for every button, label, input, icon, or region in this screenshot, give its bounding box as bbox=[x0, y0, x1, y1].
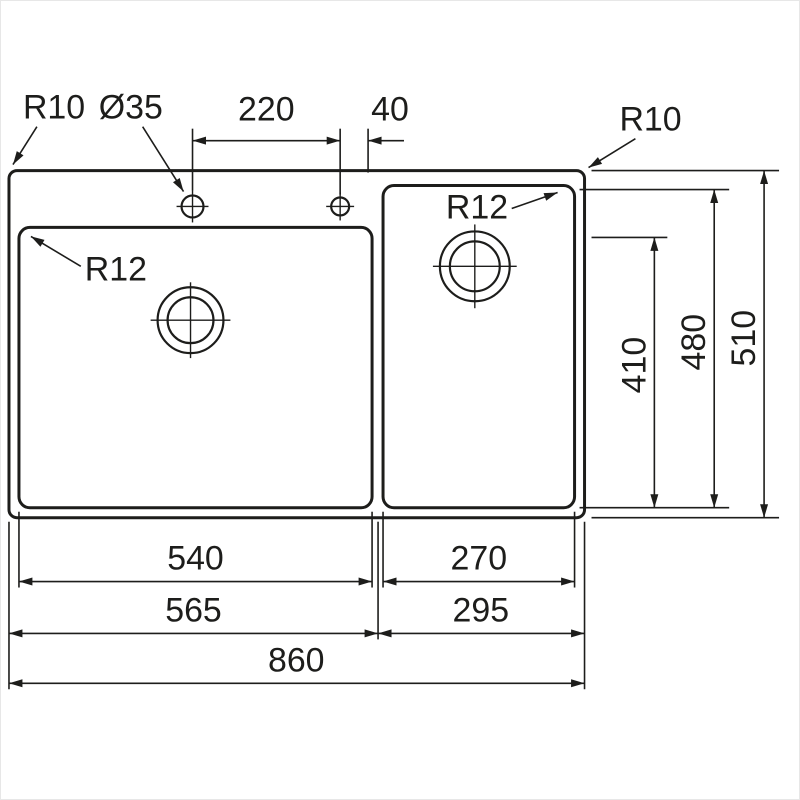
dimension-hole-spacing: 220 bbox=[191, 91, 341, 195]
label-small-bowl-radius: R12 bbox=[446, 188, 558, 226]
large-bowl bbox=[17, 225, 374, 510]
small-bowl bbox=[381, 184, 577, 510]
vertical-dimensions: 410 480 510 bbox=[579, 169, 780, 519]
label-corner-radius-top-left: R10 bbox=[12, 89, 85, 166]
dim-label-40: 40 bbox=[371, 91, 409, 129]
sink-outline bbox=[7, 169, 587, 520]
dim-label-510: 510 bbox=[725, 310, 763, 367]
tap-holes bbox=[176, 190, 355, 223]
dim-label-540: 540 bbox=[167, 540, 224, 578]
label-tap-hole-diameter: Ø35 bbox=[99, 89, 185, 192]
label-r10-left: R10 bbox=[23, 89, 85, 127]
dim-label-860: 860 bbox=[268, 641, 325, 679]
dim-label-480: 480 bbox=[675, 314, 713, 371]
label-r10-right: R10 bbox=[619, 101, 681, 139]
dimension-hole-offset: 40 bbox=[367, 91, 409, 173]
dim-label-565: 565 bbox=[165, 591, 222, 629]
dim-label-295: 295 bbox=[453, 591, 510, 629]
label-large-bowl-radius: R12 bbox=[30, 235, 147, 288]
dim-label-270: 270 bbox=[451, 540, 508, 578]
label-r12-small: R12 bbox=[446, 188, 508, 226]
label-dia-35: Ø35 bbox=[99, 89, 163, 127]
horizontal-dimensions: 540 270 565 295 860 bbox=[8, 511, 586, 690]
dim-label-410: 410 bbox=[615, 337, 653, 394]
label-r12-large: R12 bbox=[85, 250, 147, 288]
label-corner-radius-top-right: R10 bbox=[588, 101, 682, 169]
dim-label-220: 220 bbox=[238, 91, 295, 129]
